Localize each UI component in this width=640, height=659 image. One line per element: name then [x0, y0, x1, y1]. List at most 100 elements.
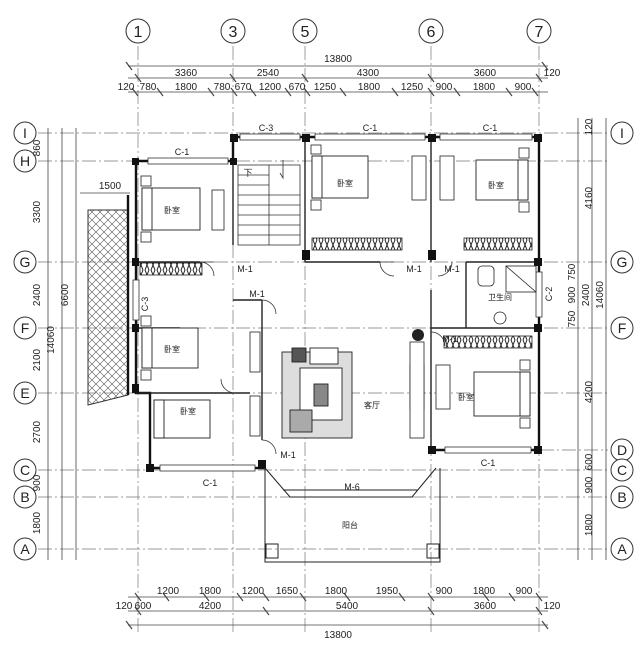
beds: [141, 155, 531, 439]
dim-text: 750: [567, 263, 578, 280]
right-dimension-lines: [577, 118, 607, 560]
dim-text: 4160: [584, 186, 595, 209]
bottom-dimension-lines: [125, 592, 549, 630]
axis-label: A: [617, 541, 627, 557]
room-name: 卧室: [164, 205, 180, 215]
axis-label: 5: [301, 24, 310, 41]
axis-label: G: [617, 254, 628, 270]
axis-label: 1: [134, 24, 143, 41]
dim-text: 1200: [157, 586, 180, 597]
window-label: C-1: [363, 123, 378, 133]
dim-text: 900: [515, 82, 532, 93]
sofa-set: [281, 347, 353, 439]
dim-text: 600: [584, 453, 595, 470]
dim-text: 2400: [32, 283, 43, 306]
dim-text: 900: [32, 474, 43, 491]
axis-label: F: [21, 320, 30, 336]
door-label: M-6: [344, 482, 360, 492]
axis-label: D: [617, 442, 627, 458]
dim-text: 670: [289, 82, 306, 93]
axis-label: A: [20, 541, 30, 557]
dim-text: 1650: [276, 586, 299, 597]
room-name: 阳台: [342, 520, 358, 530]
structural-columns: [132, 134, 542, 472]
axis-label: H: [20, 153, 30, 169]
dim-text: 2540: [257, 68, 280, 79]
dim-text: 1250: [314, 82, 337, 93]
dim-text: 2400: [581, 283, 592, 306]
door-label: M-1: [237, 264, 253, 274]
dim-text: 120: [584, 118, 595, 135]
dim-text: 3360: [175, 68, 198, 79]
axis-label: G: [20, 254, 31, 270]
dim-text: 750: [567, 310, 578, 327]
room-name: 卧室: [164, 344, 180, 354]
axis-label: 7: [535, 24, 544, 41]
dim-text: 1200: [242, 586, 265, 597]
dim-text: 1800: [199, 586, 222, 597]
axis-label: I: [23, 125, 27, 141]
dim-text: 900: [516, 586, 533, 597]
left-dimension-lines: [47, 128, 130, 560]
dim-text: 900: [436, 82, 453, 93]
dim-text: 780: [140, 82, 157, 93]
door-swings: [199, 261, 453, 455]
dim-text: 14060: [595, 281, 606, 309]
dim-text: 120: [118, 82, 135, 93]
dim-text: 670: [235, 82, 252, 93]
door-label: M-1: [249, 289, 265, 299]
axis-label: F: [618, 320, 627, 336]
dim-text: 120: [116, 601, 133, 612]
windows: [132, 133, 543, 472]
balcony: [264, 467, 441, 563]
window-label: C-3: [259, 123, 274, 133]
window-label: C-3: [140, 297, 150, 312]
window-label: C-1: [175, 147, 190, 157]
bedside-tables: [140, 144, 531, 429]
dim-text: 1800: [584, 513, 595, 536]
room-name: 卧室: [337, 178, 353, 188]
dim-text: 1200: [259, 82, 282, 93]
bathroom-fixtures: [477, 265, 537, 325]
door-label: M-1: [406, 264, 422, 274]
dim-text: 2700: [32, 420, 43, 443]
dim-text: 3600: [474, 601, 497, 612]
dim-text: 1500: [99, 181, 122, 192]
dim-text: 1800: [175, 82, 198, 93]
stair-direction: 下: [243, 168, 252, 178]
wardrobes: [139, 237, 533, 349]
dim-text: 780: [214, 82, 231, 93]
dim-text: 14060: [46, 326, 57, 354]
axis-label: B: [20, 489, 29, 505]
dim-text: 3600: [474, 68, 497, 79]
dim-text: 1800: [358, 82, 381, 93]
door-label: M-1: [280, 450, 296, 460]
dim-text: 3300: [32, 200, 43, 223]
axis-label: I: [620, 125, 624, 141]
interior-walls: [136, 137, 539, 450]
staircase: [237, 160, 301, 246]
door-label: M-1: [444, 264, 460, 274]
dim-text: 900: [567, 286, 578, 303]
room-name: 卧室: [488, 180, 504, 190]
dim-text: 4300: [357, 68, 380, 79]
room-name: 卧室: [458, 392, 474, 402]
axis-label: 3: [229, 24, 238, 41]
window-label: C-1: [203, 478, 218, 488]
window-label: C-2: [544, 287, 554, 302]
dim-total-bottom: 13800: [324, 630, 352, 641]
axis-bubbles-top: [125, 18, 552, 44]
axis-bubbles-side: [13, 121, 634, 561]
axis-label: C: [20, 462, 30, 478]
top-dimension-lines: [125, 61, 549, 97]
room-name: 卧室: [180, 406, 196, 416]
roof-slope: [87, 209, 129, 406]
dim-text: 1800: [473, 586, 496, 597]
dim-text: 6600: [60, 283, 71, 306]
dim-text: 1800: [473, 82, 496, 93]
axis-label: B: [617, 489, 626, 505]
dim-text: 900: [584, 476, 595, 493]
dim-text: 4200: [199, 601, 222, 612]
dim-text: 1250: [401, 82, 424, 93]
window-label: C-1: [483, 123, 498, 133]
